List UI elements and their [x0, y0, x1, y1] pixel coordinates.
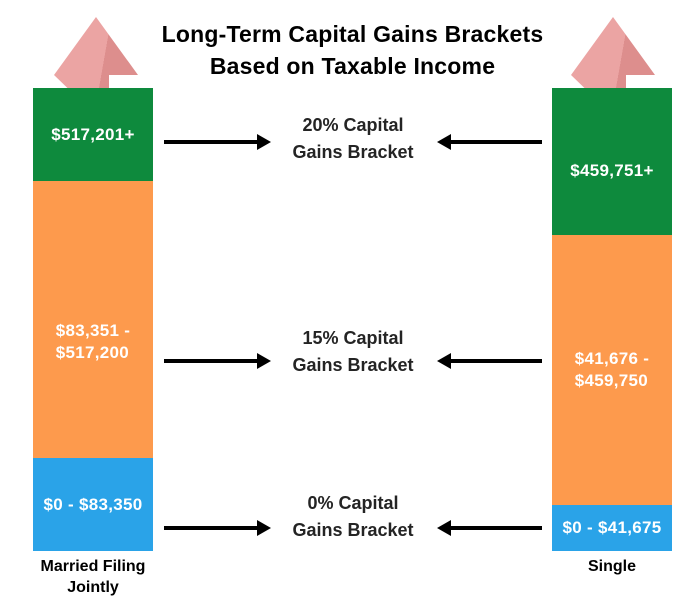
segment-value: $41,676 - $459,750	[574, 349, 650, 390]
arrow-right-icon	[164, 353, 271, 369]
bracket-label-20-percent: 20% Capital Gains Bracket	[292, 115, 414, 162]
bracket-label-0-percent: 0% Capital Gains Bracket	[292, 493, 414, 540]
segment-single-20-percent: $459,751+	[552, 88, 672, 235]
bar-single: $459,751+ $41,676 - $459,750 $0 - $41,67…	[552, 88, 672, 551]
bracket-label-15-percent: 15% Capital Gains Bracket	[292, 328, 414, 375]
chart-title: Long-Term Capital Gains Brackets Based o…	[130, 18, 575, 82]
segment-value: $459,751+	[570, 160, 654, 180]
arrow-right-icon	[164, 134, 271, 150]
segment-value: $0 - $83,350	[43, 494, 143, 514]
category-label-married-filing-jointly: Married Filing Jointly	[40, 558, 146, 596]
arrow-left-icon	[437, 134, 542, 150]
segment-value: $0 - $41,675	[562, 518, 662, 537]
chart-title-line1: Long-Term Capital Gains Brackets	[161, 21, 544, 47]
arrow-left-icon	[437, 520, 542, 536]
segment-value: $517,201+	[51, 124, 135, 144]
arrow-right-icon	[164, 520, 271, 536]
segment-married-20-percent: $517,201+	[33, 88, 153, 181]
segment-single-0-percent: $0 - $41,675	[552, 505, 672, 551]
bar-married-filing-jointly: $517,201+ $83,351 - $517,200 $0 - $83,35…	[33, 88, 153, 551]
segment-single-15-percent: $41,676 - $459,750	[552, 235, 672, 505]
arrow-left-icon	[437, 353, 542, 369]
segment-married-0-percent: $0 - $83,350	[33, 458, 153, 551]
segment-married-15-percent: $83,351 - $517,200	[33, 181, 153, 458]
segment-value: $83,351 - $517,200	[55, 320, 131, 362]
chart-title-line2: Based on Taxable Income	[209, 53, 496, 79]
category-label-single: Single	[587, 558, 636, 575]
